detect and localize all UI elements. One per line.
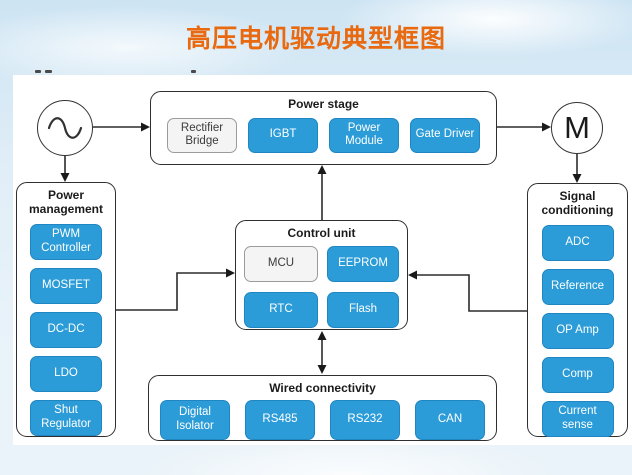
group-wired-connectivity: Wired connectivity Digital Isolator RS48… [148,375,497,441]
group-power-management: Power management PWM Controller MOSFET D… [16,182,116,437]
block-can: CAN [415,399,485,440]
block-comp: Comp [541,356,614,393]
group-title-control-unit: Control unit [287,226,356,240]
signal-conditioning-items: ADC Reference OP Amp Comp Current sense [541,224,614,437]
block-dc-dc: DC-DC [30,311,102,348]
sine-wave-icon [47,117,83,139]
crop-artifact-mark [35,70,41,73]
block-gate-driver: Gate Driver [410,117,480,153]
block-rs485: RS485 [245,399,315,440]
block-rectifier-bridge: Rectifier Bridge [167,117,237,153]
group-title-signal-conditioning: Signal conditioning [541,189,614,217]
block-mcu: MCU [244,245,318,282]
wired-connectivity-items: Digital Isolator RS485 RS232 CAN [160,399,485,440]
group-signal-conditioning: Signal conditioning ADC Reference OP Amp… [527,183,628,437]
block-op-amp: OP Amp [541,312,614,349]
control-unit-items: MCU EEPROM RTC Flash [244,245,399,328]
power-stage-items: Rectifier Bridge IGBT Power Module Gate … [167,117,480,153]
group-power-stage: Power stage Rectifier Bridge IGBT Power … [150,91,497,165]
group-control-unit: Control unit MCU EEPROM RTC Flash [235,220,408,330]
page-title: 高压电机驱动典型框图 [185,25,446,53]
block-mosfet: MOSFET [30,267,102,304]
block-flash: Flash [327,291,399,328]
power-management-items: PWM Controller MOSFET DC-DC LDO Shut Reg… [30,223,102,436]
block-shut-regulator: Shut Regulator [30,399,102,436]
motor-node: M [551,102,603,154]
block-reference: Reference [541,268,614,305]
block-igbt: IGBT [248,117,318,153]
block-eeprom: EEPROM [327,245,399,282]
block-adc: ADC [541,224,614,261]
group-title-wired-connectivity: Wired connectivity [269,381,376,395]
motor-label: M [564,110,590,145]
group-title-power-stage: Power stage [288,97,359,111]
ac-source-node [37,100,93,156]
crop-artifact-mark [45,70,52,73]
group-title-power-management: Power management [28,188,104,216]
block-digital-isolator: Digital Isolator [160,399,230,440]
crop-artifact-mark [191,70,196,73]
block-ldo: LDO [30,355,102,392]
block-pwm-controller: PWM Controller [30,223,102,260]
block-power-module: Power Module [329,117,399,153]
connector-lines [60,122,582,374]
block-current-sense: Current sense [541,400,614,437]
diagram-canvas: M Power stage Rectifier Bridge IGBT Powe… [13,75,632,445]
block-rs232: RS232 [330,399,400,440]
block-rtc: RTC [244,291,318,328]
